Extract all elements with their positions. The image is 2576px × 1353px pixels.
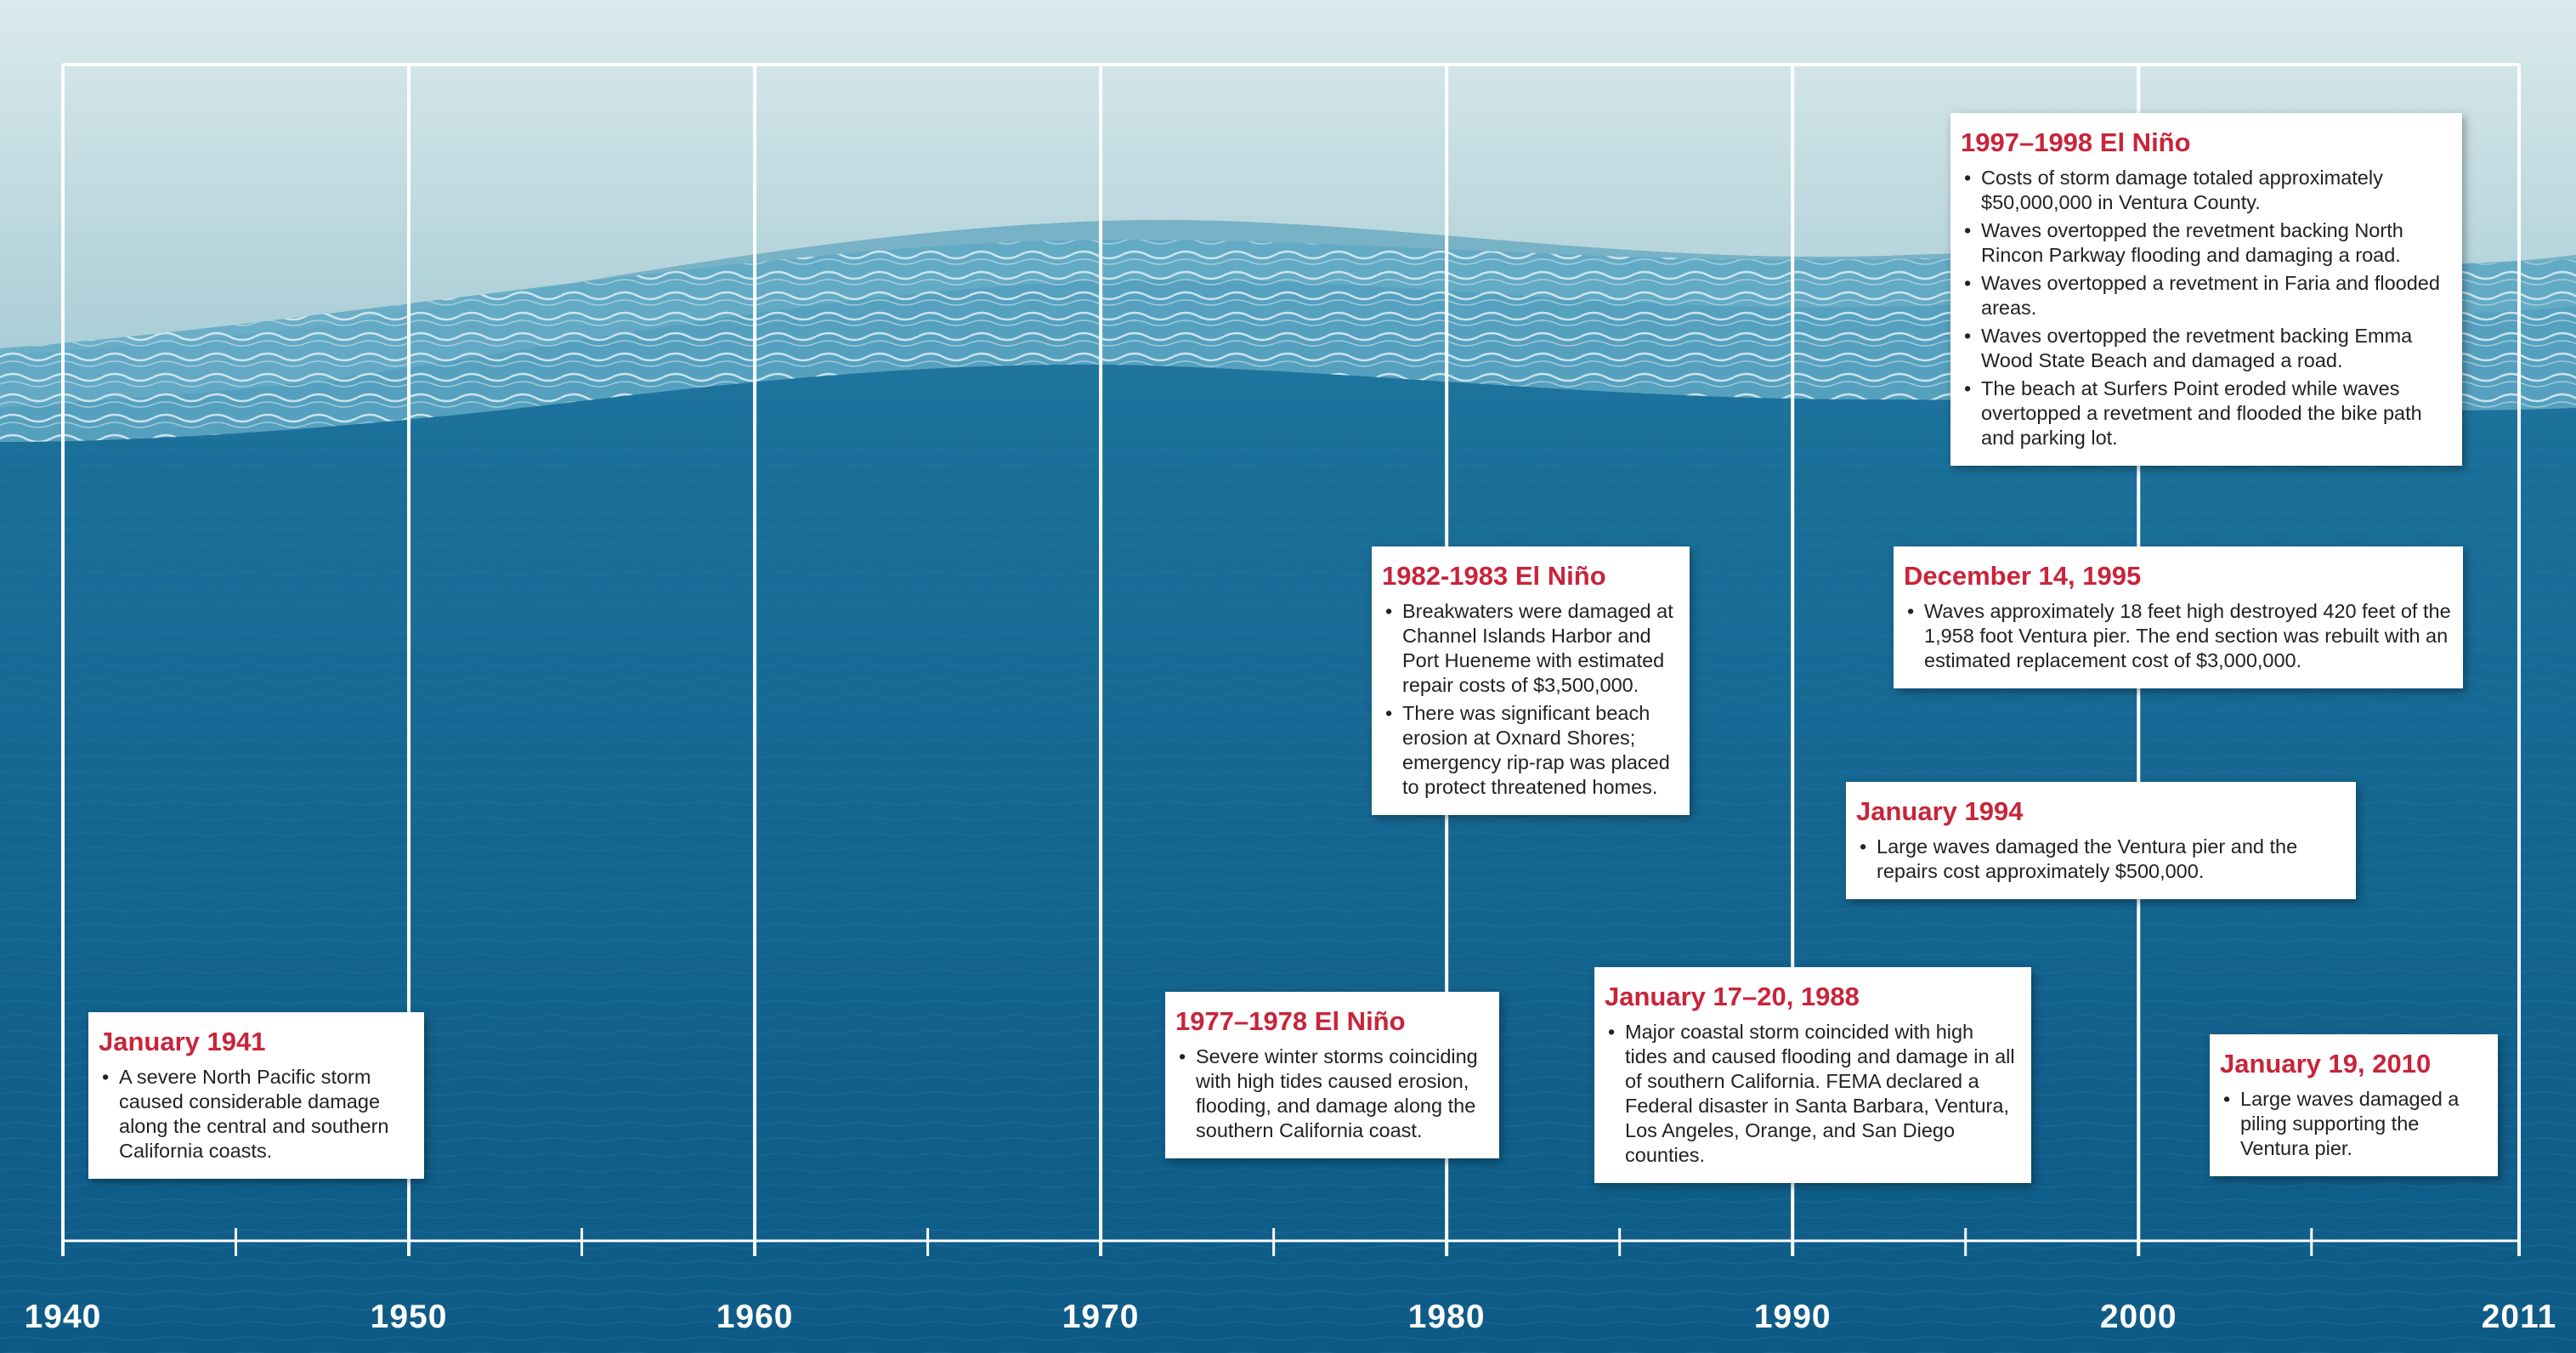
event-bullet: Severe winter storms coinciding with hig… — [1175, 1044, 1489, 1143]
year-label-1960: 1960 — [716, 1299, 794, 1335]
event-bullet: Breakwaters were damaged at Channel Isla… — [1382, 599, 1679, 698]
event-title: 1997–1998 El Niño — [1961, 127, 2191, 157]
event-bullets: Large waves damaged a piling supporting … — [2220, 1087, 2488, 1161]
event-bullets: A severe North Pacific storm caused cons… — [99, 1065, 414, 1163]
year-label-2000: 2000 — [2099, 1299, 2177, 1335]
event-bullet: Large waves damaged the Ventura pier and… — [1856, 835, 2346, 884]
event-bullet: Waves overtopped a revetment in Faria an… — [1961, 271, 2452, 320]
event-title: January 17–20, 1988 — [1605, 982, 1860, 1011]
event-bullet: Large waves damaged a piling supporting … — [2220, 1087, 2488, 1161]
event-title: January 1994 — [1856, 796, 2024, 826]
year-label-1970: 1970 — [1062, 1299, 1140, 1335]
event-bullets: Major coastal storm coincided with high … — [1605, 1020, 2021, 1168]
year-label-2011: 2011 — [2481, 1299, 2557, 1335]
event-title: 1982-1983 El Niño — [1382, 561, 1606, 591]
event-card-december-14-1995: December 14, 1995 Waves approximately 18… — [1894, 546, 2463, 688]
year-label-1980: 1980 — [1407, 1299, 1486, 1335]
event-card-1982-1983-el-nino: 1982-1983 El Niño Breakwaters were damag… — [1372, 546, 1690, 815]
event-bullet: Waves overtopped the revetment backing E… — [1961, 324, 2452, 373]
event-bullet: There was significant beach erosion at O… — [1382, 701, 1679, 800]
event-bullets: Large waves damaged the Ventura pier and… — [1856, 835, 2346, 884]
event-title: January 1941 — [99, 1027, 266, 1056]
event-bullets: Costs of storm damage totaled approximat… — [1961, 166, 2452, 450]
event-bullet: A severe North Pacific storm caused cons… — [99, 1065, 414, 1163]
year-label-1990: 1990 — [1753, 1299, 1832, 1335]
event-bullets: Severe winter storms coinciding with hig… — [1175, 1044, 1489, 1143]
event-card-january-1994: January 1994 Large waves damaged the Ven… — [1846, 782, 2356, 899]
event-bullet: Waves approximately 18 feet high destroy… — [1904, 599, 2453, 673]
event-card-january-19-2010: January 19, 2010 Large waves damaged a p… — [2210, 1034, 2498, 1176]
year-label-1940: 1940 — [24, 1299, 102, 1335]
event-bullets: Waves approximately 18 feet high destroy… — [1904, 599, 2453, 673]
event-bullet: Waves overtopped the revetment backing N… — [1961, 218, 2452, 268]
event-bullet: The beach at Surfers Point eroded while … — [1961, 376, 2452, 450]
event-title: January 19, 2010 — [2220, 1049, 2432, 1078]
event-bullets: Breakwaters were damaged at Channel Isla… — [1382, 599, 1679, 800]
event-title: 1977–1978 El Niño — [1175, 1006, 1406, 1036]
event-card-january-17-20-1988: January 17–20, 1988 Major coastal storm … — [1594, 967, 2031, 1183]
year-label-1950: 1950 — [370, 1299, 448, 1335]
event-card-1997-1998-el-nino: 1997–1998 El Niño Costs of storm damage … — [1950, 113, 2462, 466]
event-bullet: Major coastal storm coincided with high … — [1605, 1020, 2021, 1168]
event-card-january-1941: January 1941 A severe North Pacific stor… — [88, 1012, 424, 1179]
event-bullet: Costs of storm damage totaled approximat… — [1961, 166, 2452, 215]
event-title: December 14, 1995 — [1904, 561, 2142, 591]
event-card-1977-1978-el-nino: 1977–1978 El Niño Severe winter storms c… — [1165, 992, 1499, 1158]
